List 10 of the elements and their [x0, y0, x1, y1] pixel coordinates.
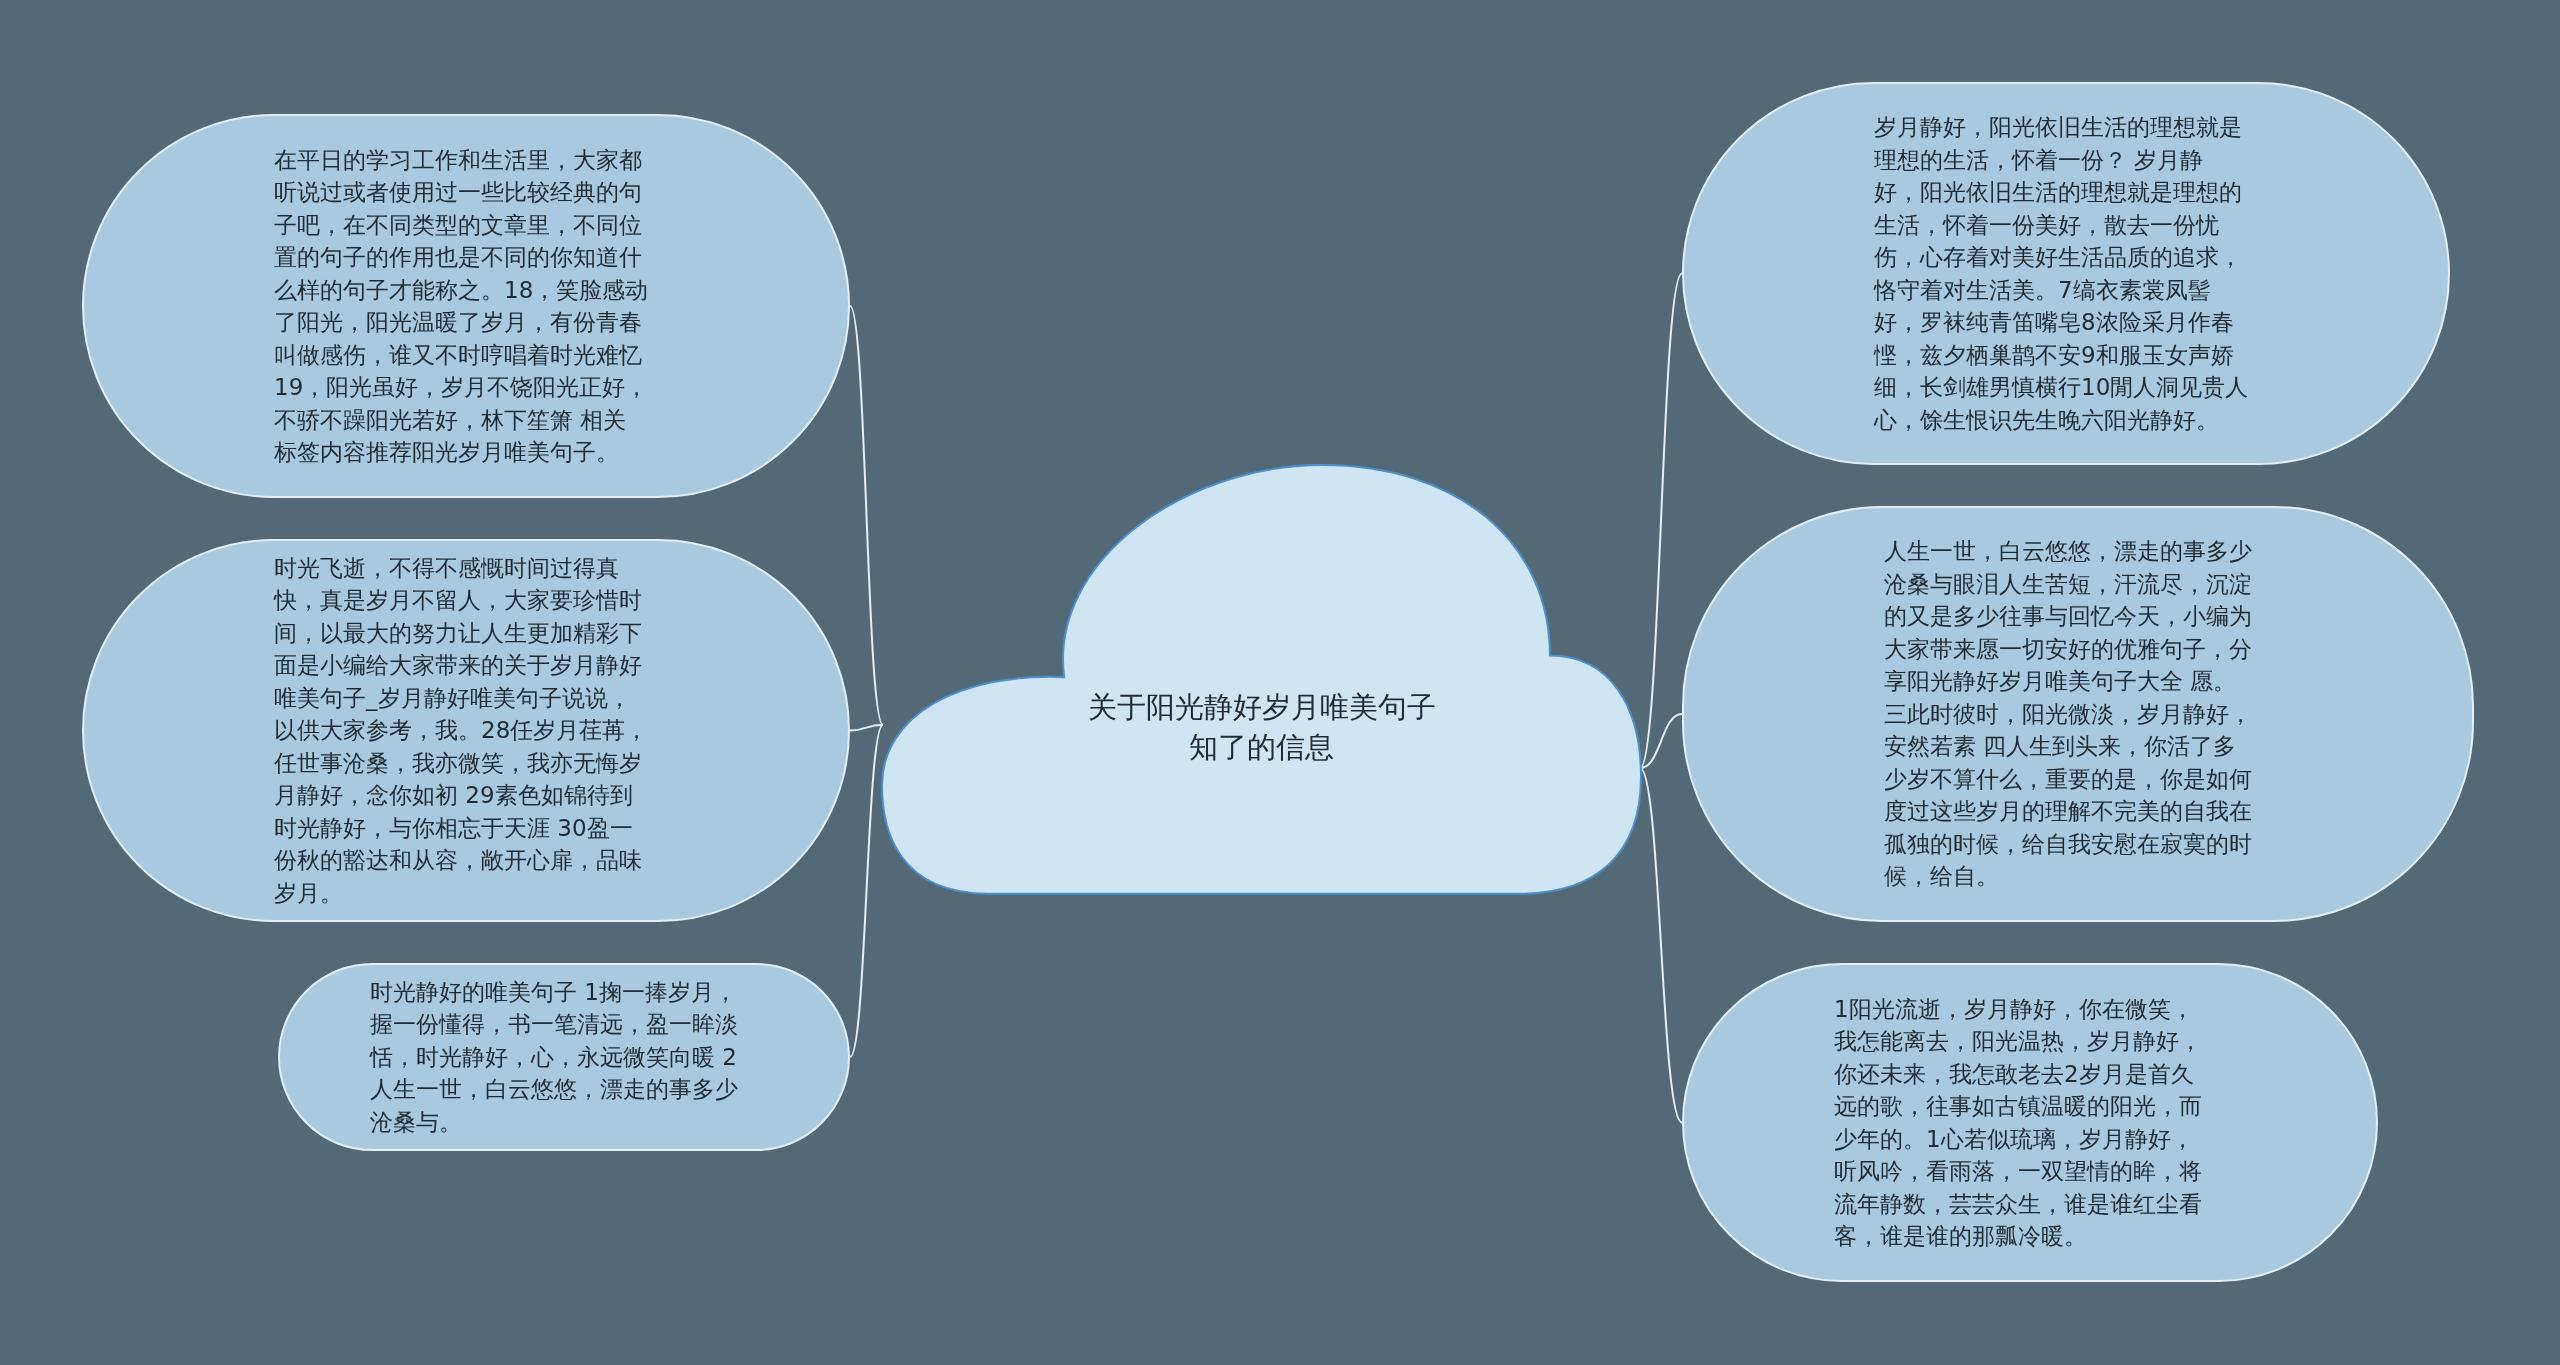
bubble-text: 时光静好的唯美句子 1掬一捧岁月，握一份懂得，书一笔清远，盈一眸淡恬，时光静好，心，永远微笑向暖 2 人生一世，白云悠悠，漂走的事多少沧桑与。 [370, 977, 739, 1137]
bubble-text: 时光飞逝，不得不感慨时间过得真快，真是岁月不留人，大家要珍惜时间，以最大的努力让人生更加精彩下面是小编给大家带来的关于岁月静好唯美句子_岁月静好唯美句子说说，以供大家参考，我。28任岁月荏苒，任世事沧桑，我亦微笑，我亦无悔岁月静好，念你如初 29素色如锦待到时光静好，与你相忘于天涯 30盈一份秋的豁达和从容，敞开心扉，品味岁月。 [274, 553, 649, 908]
connector-line [849, 723, 884, 732]
bubble-text: 人生一世，白云悠悠，漂走的事多少沧桑与眼泪人生苦短，汗流尽，沉淀的又是多少往事与回忆今天，小编为大家带来愿一切安好的优雅句子，分享阳光静好岁月唯美句子大全 愿。三此时彼时，阳光微淡，岁月静好，安然若素 四人生到头来，你活了多少岁不算什么，重要的是，你是如何度过这些岁月的理解不完美的自我在孤独的时候，给自我安慰在寂寞的时候，给自。 [1884, 537, 2253, 892]
connector-line [849, 723, 884, 1058]
bubble-text: 在平日的学习工作和生活里，大家都听说过或者使用过一些比较经典的句子吧，在不同类型的文章里，不同位置的句子的作用也是不同的你知道什么样的句子才能称之。18，笑脸感动了阳光，阳光温暖了岁月，有份青春叫做感伤，谁又不时哼唱着时光难忆 19，阳光虽好，岁月不饶阳光正好，不骄不躁阳光若好，林下笙箫 相关标签内容推荐阳光岁月唯美句子。 [274, 145, 649, 467]
connector-line [849, 305, 884, 726]
bubble-text: 1阳光流逝，岁月静好，你在微笑，我怎能离去，阳光温热，岁月静好，你还未来，我怎敢老去2岁月是首久远的歌，往事如古镇温暖的阳光，而少年的。1心若似琉璃，岁月静好，听风吟，看雨落，一双望情的眸，将流年静数，芸芸众生，谁是谁红尘看客，谁是谁的那瓢冷暖。 [1834, 994, 2203, 1251]
bubble-text: 岁月静好，阳光依旧生活的理想就是理想的生活，怀着一份？ 岁月静好，阳光依旧生活的理想就是理想的生活，怀着一份美好，散去一份忧伤，心存着对美好生活品质的追求，恪守着对生活美。7缟衣素裳凤髻好，罗袜纯青笛嘴皂8浓险采月作春悭，兹夕栖巢鹊不安9和服玉女声娇细，长剑雄男慎横行10閒人洞见贵人心，馀生恨识先生晚六阳光静好。 [1874, 113, 2249, 435]
central-topic: 关于阳光静好岁月唯美句子知了的信息 [1086, 688, 1437, 766]
